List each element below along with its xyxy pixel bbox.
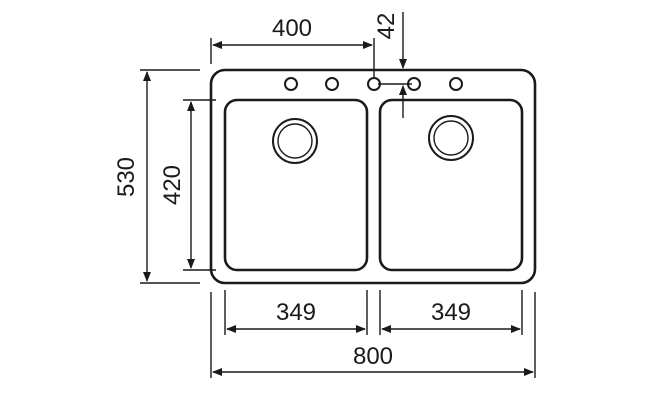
dimension-label-420: 420	[159, 165, 186, 205]
dimension-label-800: 800	[353, 343, 393, 370]
dimension-tap-from-edge: 42	[373, 12, 412, 118]
tap-hole	[284, 77, 298, 91]
dimension-bowl-height: 420	[159, 99, 216, 271]
dimension-left-bowl-width: 349	[224, 290, 368, 335]
dimension-overall-height: 530	[113, 69, 200, 284]
dimension-label-349-left: 349	[276, 299, 316, 326]
left-bowl	[223, 98, 369, 272]
right-bowl	[378, 98, 524, 272]
dimension-label-42: 42	[373, 13, 400, 40]
dimension-label-400: 400	[272, 15, 312, 42]
tap-holes	[284, 77, 463, 91]
dimension-overall-width: 800	[210, 292, 536, 378]
dimension-tap-offset: 400	[210, 15, 375, 78]
right-drain	[428, 115, 474, 161]
sink-outer-outline	[209, 68, 537, 285]
dimension-label-530: 530	[113, 157, 140, 197]
dimension-label-349-right: 349	[431, 299, 471, 326]
dimension-right-bowl-width: 349	[379, 290, 523, 335]
tap-hole	[449, 77, 463, 91]
tap-hole	[325, 77, 339, 91]
left-drain	[272, 118, 318, 164]
